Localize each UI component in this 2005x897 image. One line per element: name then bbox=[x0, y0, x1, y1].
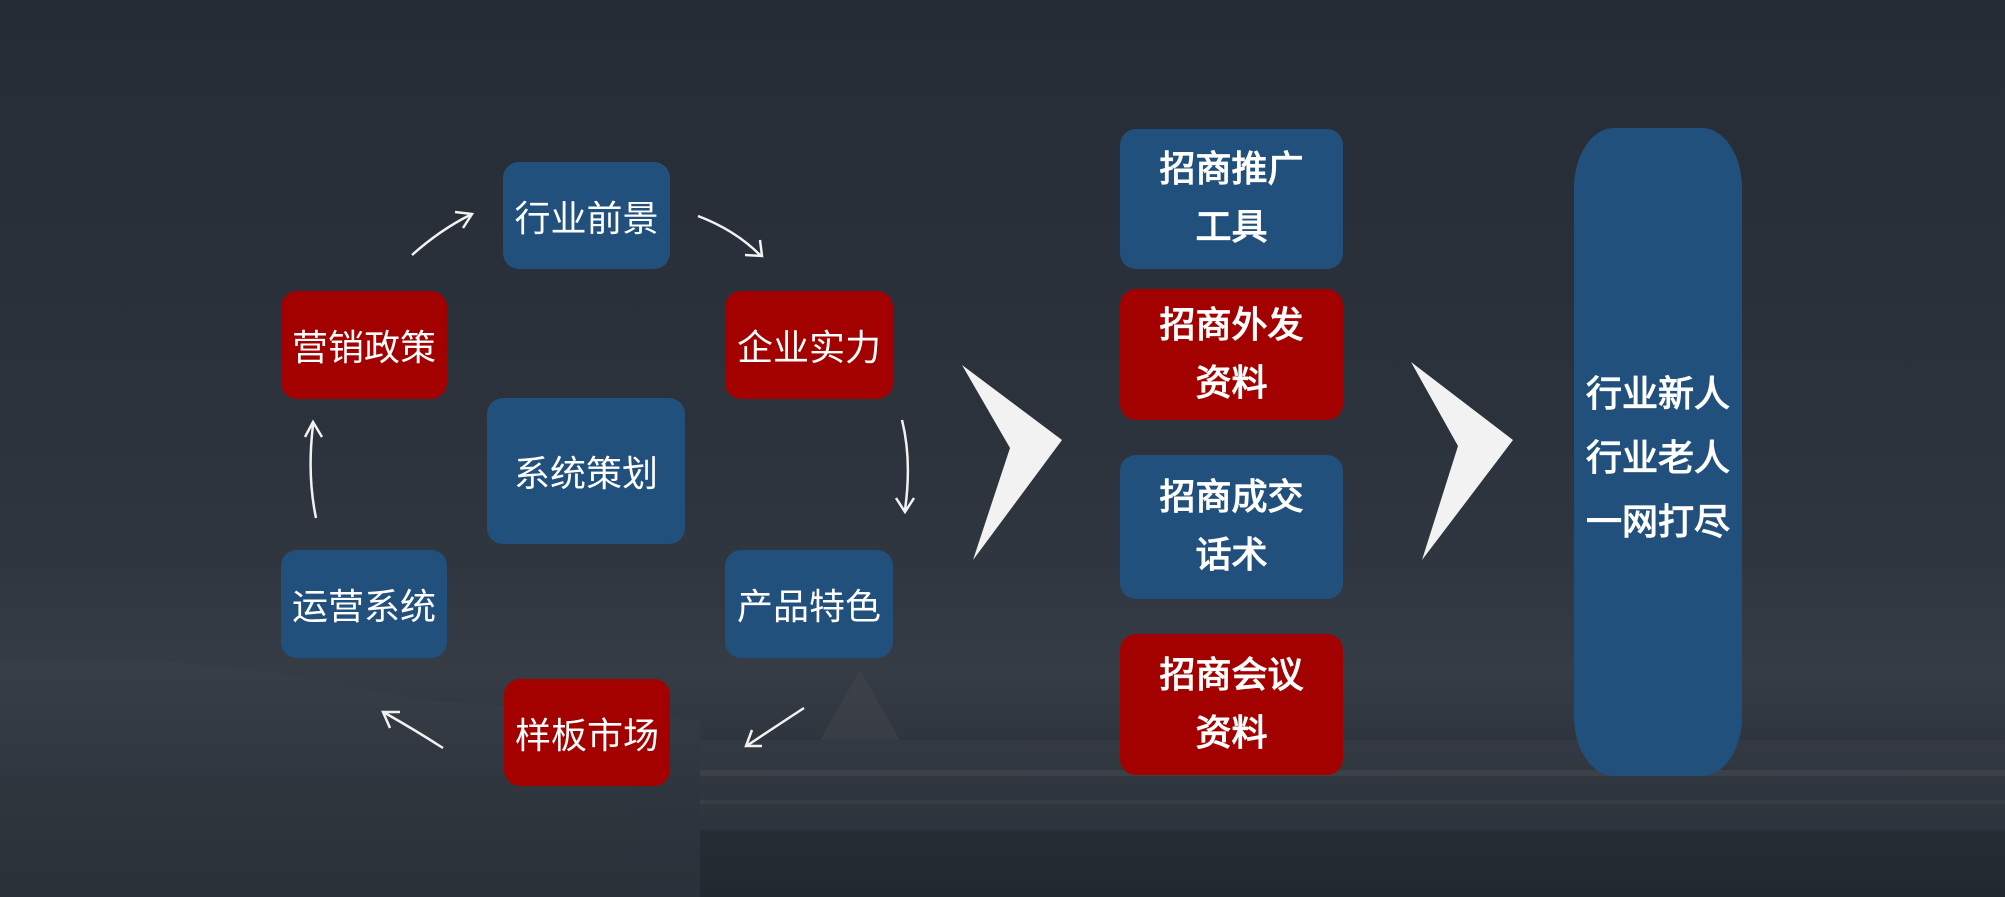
arrow-icon bbox=[697, 214, 761, 256]
chevron-right-icon bbox=[1411, 362, 1513, 560]
arrow-icon bbox=[900, 419, 910, 511]
chevron-right-icon bbox=[962, 365, 1062, 560]
tool-line: 招商推广 bbox=[1159, 149, 1304, 190]
result-line: 行业新人 bbox=[1585, 374, 1730, 415]
cycle-node-marketing-policy: 营销政策 bbox=[281, 291, 447, 399]
tool-box-meeting: 招商会议 资料 bbox=[1120, 634, 1343, 775]
tool-box-scripts: 招商成交 话术 bbox=[1120, 455, 1343, 599]
tool-line: 资料 bbox=[1195, 712, 1268, 754]
tool-line: 招商外发 bbox=[1159, 304, 1304, 346]
tool-line: 工具 bbox=[1195, 207, 1268, 248]
tool-line: 资料 bbox=[1195, 362, 1268, 404]
result-pill: 行业新人 行业老人 一网打尽 bbox=[1574, 128, 1742, 776]
tool-line: 招商会议 bbox=[1159, 654, 1304, 696]
result-line: 一网打尽 bbox=[1585, 502, 1730, 543]
cycle-center-system-planning: 系统策划 bbox=[487, 398, 685, 544]
cycle-node-product-features: 产品特色 bbox=[725, 550, 893, 658]
arrow-icon bbox=[747, 706, 805, 747]
cycle-node-company-strength: 企业实力 bbox=[725, 291, 893, 399]
cycle-node-operation-system: 运营系统 bbox=[281, 550, 447, 658]
cycle-node-model-market: 样板市场 bbox=[504, 679, 670, 786]
tool-line: 招商成交 bbox=[1159, 477, 1304, 518]
tool-box-materials: 招商外发 资料 bbox=[1120, 289, 1343, 420]
tool-line: 话术 bbox=[1195, 535, 1268, 576]
result-line: 行业老人 bbox=[1585, 438, 1730, 479]
arrow-icon bbox=[309, 424, 318, 519]
cycle-node-industry-outlook: 行业前景 bbox=[503, 162, 670, 269]
tool-box-promotion: 招商推广 工具 bbox=[1120, 129, 1343, 269]
arrow-icon bbox=[384, 711, 444, 750]
arrow-icon bbox=[411, 213, 471, 256]
cycle-arrows bbox=[303, 210, 916, 750]
